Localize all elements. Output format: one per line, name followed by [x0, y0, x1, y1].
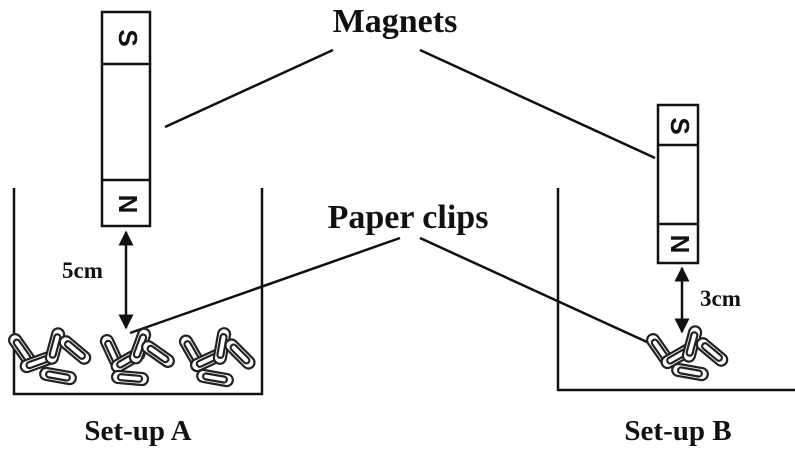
magnet-b: S N — [656, 103, 700, 265]
magnet-a: S N — [100, 10, 152, 228]
paper-clip-pile-a — [5, 325, 259, 389]
distance-label-a: 5cm — [62, 258, 103, 283]
magnet-b-n-pole: N — [665, 235, 695, 254]
magnet-a-n-pole: N — [113, 195, 143, 214]
setup-b-label: Set-up B — [624, 415, 731, 447]
paper-clip-pile-b — [643, 323, 731, 383]
paper-clips-label: Paper clips — [328, 199, 489, 236]
setup-a-label: Set-up A — [84, 415, 191, 447]
magnet-b-s-pole: S — [665, 117, 695, 134]
container-a — [12, 188, 264, 396]
distance-label-b: 3cm — [700, 286, 741, 311]
magnet-a-s-pole: S — [113, 29, 143, 46]
magnets-label: Magnets — [333, 3, 458, 40]
paper-clips-leader-lines — [129, 236, 661, 350]
container-b — [556, 188, 795, 392]
magnets-leader-lines — [164, 48, 656, 160]
